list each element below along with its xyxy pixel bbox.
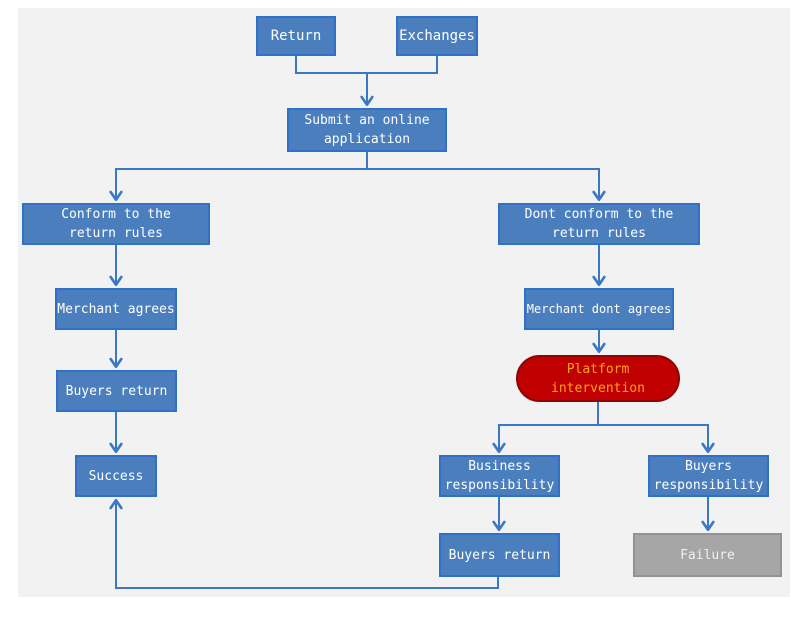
node-success: Success [75, 455, 157, 497]
node-buyers-return-left-label: Buyers return [65, 383, 168, 399]
node-buyers-responsibility: Buyers responsibility [648, 455, 769, 497]
node-submit-application: Submit an online application [287, 108, 447, 152]
node-conform-line2: return rules [69, 226, 163, 241]
node-dont-conform-line2: return rules [552, 226, 646, 241]
node-buyers-return-left: Buyers return [56, 370, 177, 412]
node-conform-line1: Conform to the [61, 207, 171, 222]
node-buyers-return-bottom: Buyers return [439, 533, 560, 577]
node-merchant-dont-agrees-label: Merchant dont agrees [526, 301, 672, 316]
node-buyers-resp-line2: responsibility [653, 478, 764, 493]
node-exchanges: Exchanges [396, 16, 478, 56]
node-dont-conform-line1: Dont conform to the [524, 207, 674, 222]
node-buyers-resp-line1: Buyers [685, 459, 732, 474]
node-platform-intervention: Platform intervention [516, 355, 680, 402]
node-merchant-agrees: Merchant agrees [55, 288, 177, 330]
node-submit-line1: Submit an online [304, 113, 430, 128]
node-platform-line1: Platform [566, 361, 630, 377]
node-buyers-return-bottom-label: Buyers return [448, 547, 551, 563]
node-dont-conform-rules: Dont conform to the return rules [498, 203, 700, 245]
node-return: Return [256, 16, 336, 56]
node-business-responsibility: Business responsibility [439, 455, 560, 497]
node-merchant-agrees-label: Merchant agrees [57, 301, 175, 317]
node-business-line1: Business [468, 459, 531, 474]
node-submit-line2: application [323, 132, 411, 147]
node-success-label: Success [88, 468, 144, 484]
node-exchanges-label: Exchanges [399, 27, 475, 44]
node-failure: Failure [633, 533, 782, 577]
node-platform-line2: intervention [551, 380, 645, 396]
node-business-line2: responsibility [444, 478, 555, 493]
node-conform-rules: Conform to the return rules [22, 203, 210, 245]
node-merchant-dont-agrees: Merchant dont agrees [524, 288, 674, 330]
node-return-label: Return [270, 27, 322, 44]
node-failure-label: Failure [680, 547, 735, 563]
